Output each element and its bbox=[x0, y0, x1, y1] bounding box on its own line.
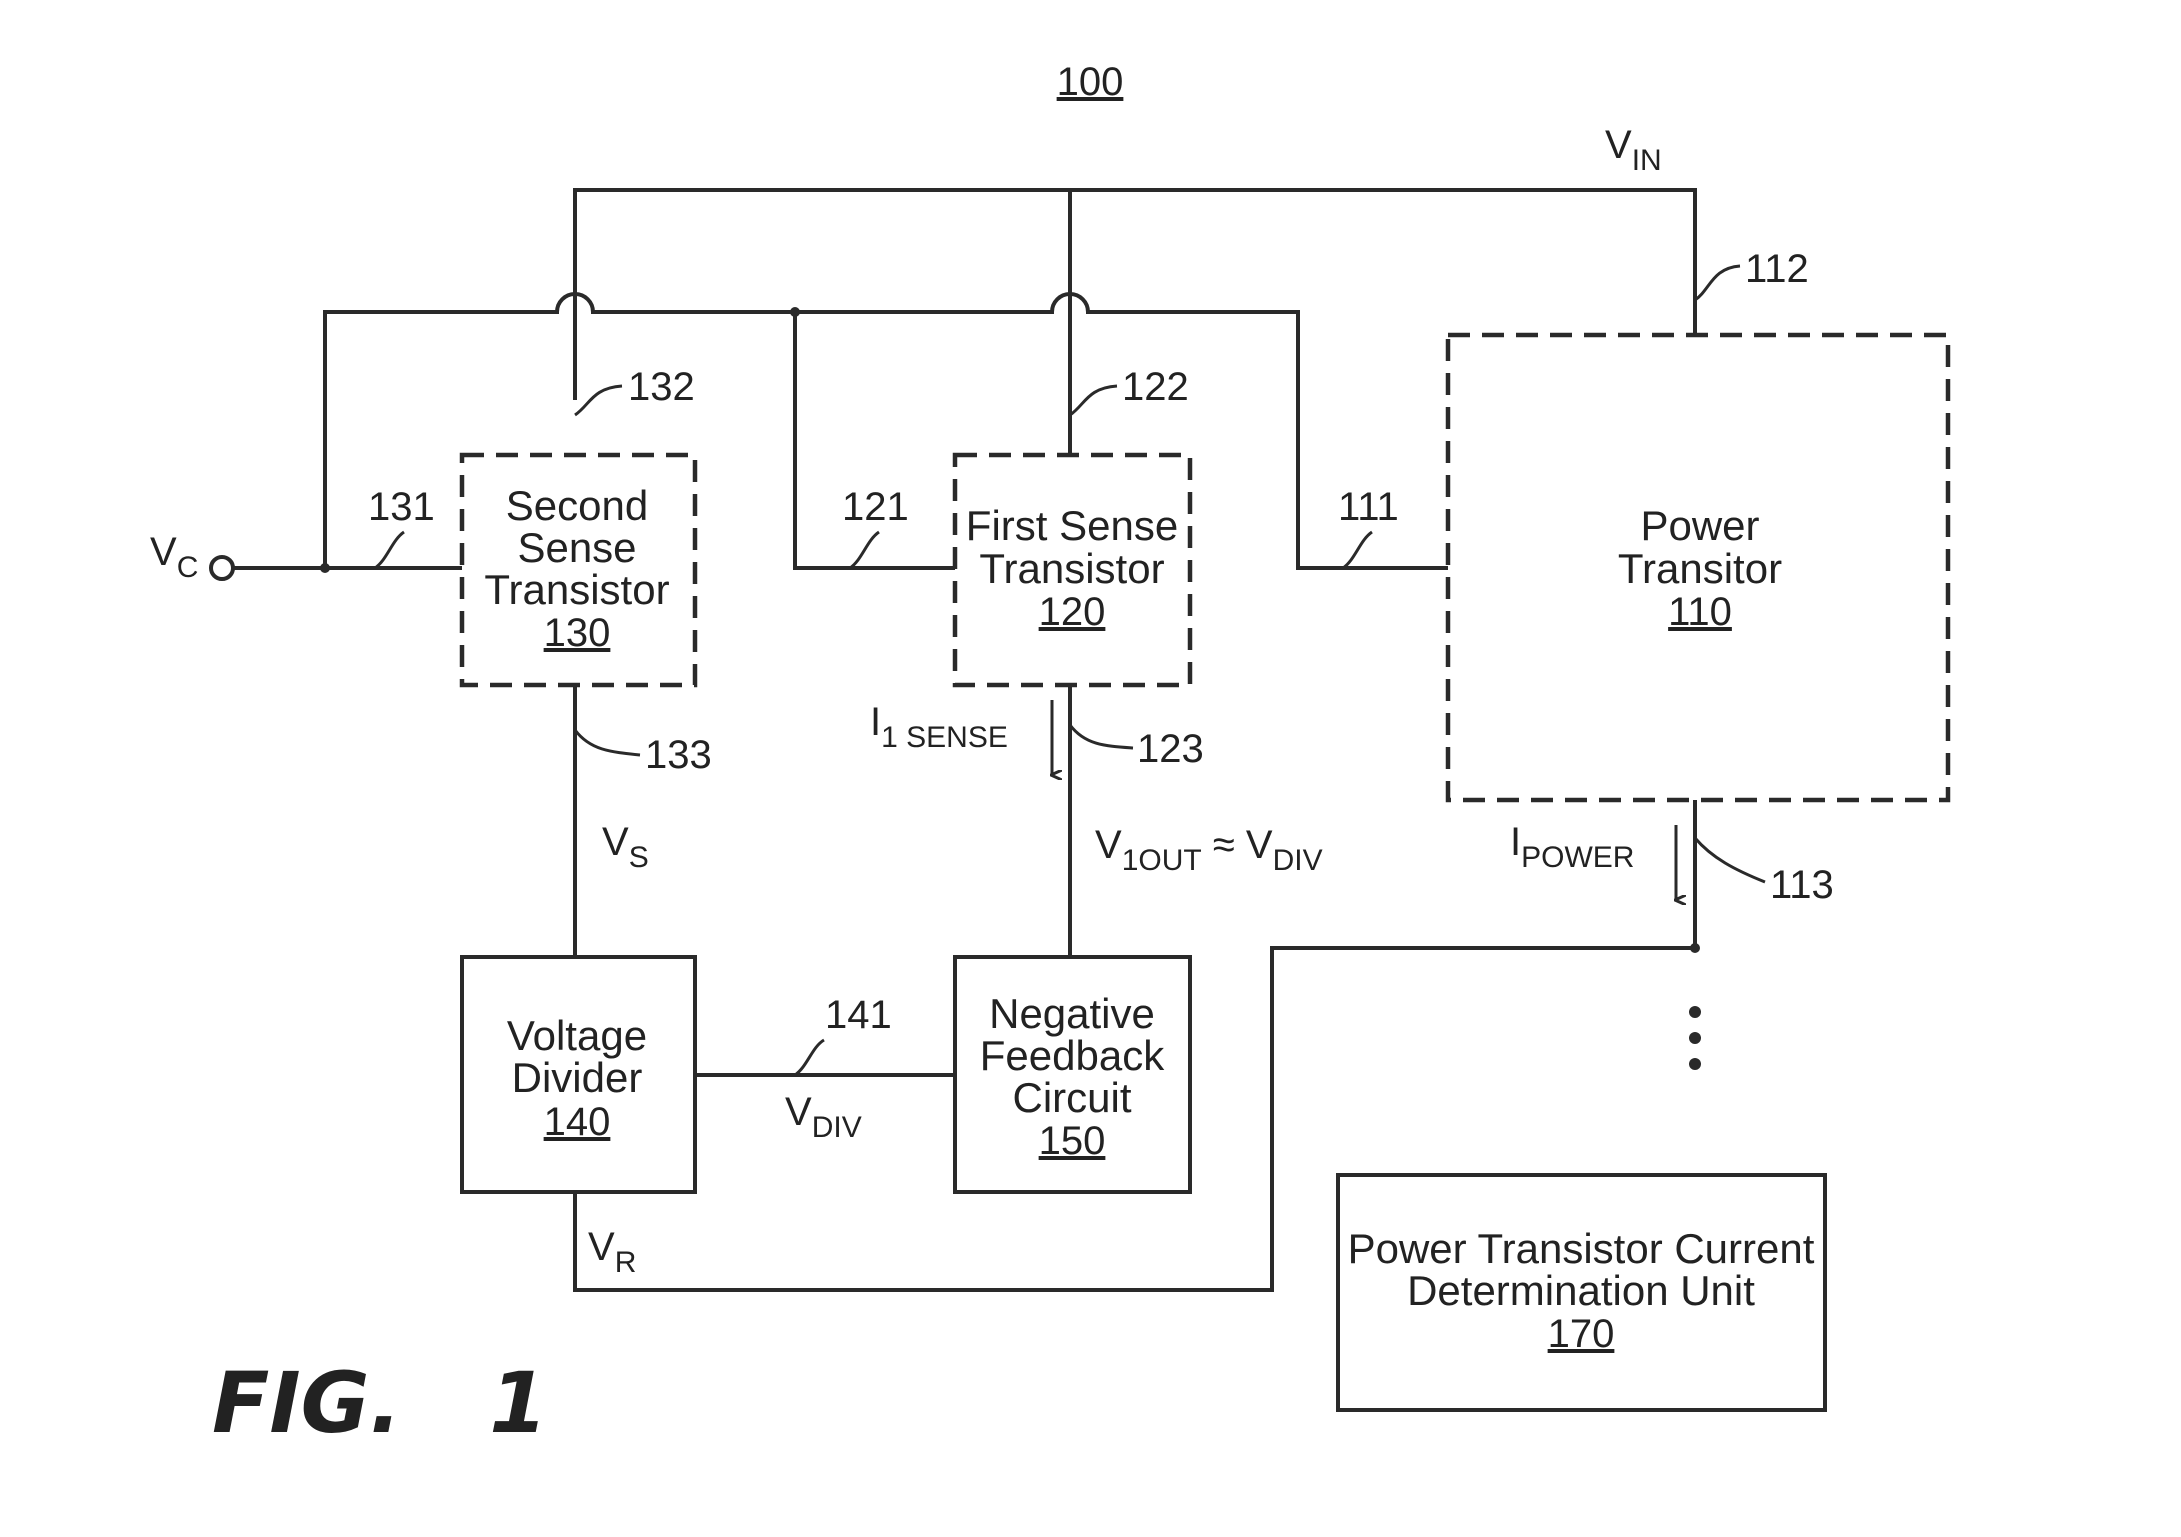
gate-bus bbox=[323, 292, 1448, 570]
vs-label: VS bbox=[602, 820, 649, 874]
figure-caption: FIG. 1 bbox=[212, 1354, 548, 1452]
block-label-line: Power Transistor Current bbox=[1348, 1225, 1815, 1272]
block-ref: 140 bbox=[544, 1100, 611, 1144]
current-determination-unit-block: Power Transistor Current Determination U… bbox=[1336, 1173, 1827, 1412]
vr-label: VR bbox=[588, 1225, 636, 1279]
i1sense-label: I1 SENSE bbox=[870, 700, 1008, 754]
ref-122: 122 bbox=[1122, 365, 1189, 409]
power-transistor-block: Power Transitor 110 bbox=[1445, 332, 1951, 803]
ref-133: 133 bbox=[645, 733, 712, 777]
ref-132: 132 bbox=[628, 365, 695, 409]
block-label-line: Transistor bbox=[484, 566, 669, 613]
block-ref: 130 bbox=[544, 611, 611, 655]
block-ref: 120 bbox=[1039, 590, 1106, 634]
block-label-line: Negative bbox=[989, 990, 1155, 1037]
junction-dot bbox=[320, 563, 330, 573]
vin-label: VIN bbox=[1605, 123, 1662, 177]
block-label-line: Sense bbox=[517, 524, 636, 571]
ref-123: 123 bbox=[1137, 727, 1204, 771]
block-ref: 110 bbox=[1668, 590, 1732, 634]
block-label-line: Transistor bbox=[979, 545, 1164, 592]
block-label-line: Feedback bbox=[980, 1032, 1165, 1079]
block-label-line: Circuit bbox=[1012, 1074, 1131, 1121]
vc-terminal bbox=[209, 555, 235, 581]
vdiv-label: VDIV bbox=[785, 1090, 862, 1144]
block-label-line: First Sense bbox=[966, 502, 1178, 549]
reference-leaders bbox=[374, 264, 1766, 1077]
ellipsis-dot bbox=[1689, 1032, 1701, 1044]
signal-labels: VIN VC VS VR VDIV V1OUT ≈ VDIV I1 SENSE … bbox=[150, 123, 1662, 1279]
ellipsis-dot bbox=[1689, 1058, 1701, 1070]
negative-feedback-circuit-block: Negative Feedback Circuit 150 bbox=[953, 955, 1192, 1194]
gate-first-sense bbox=[793, 312, 955, 570]
first-sense-transistor-block: First Sense Transistor 120 bbox=[952, 452, 1193, 688]
block-label-line: Divider bbox=[512, 1054, 643, 1101]
block-label-line: Determination Unit bbox=[1407, 1267, 1755, 1314]
junction-dot bbox=[790, 307, 800, 317]
junction-dot bbox=[1690, 943, 1700, 953]
block-ref: 150 bbox=[1039, 1119, 1106, 1163]
ref-131: 131 bbox=[368, 485, 435, 529]
v1out-label: V1OUT ≈ VDIV bbox=[1095, 823, 1323, 877]
voltage-divider-block: Voltage Divider 140 bbox=[460, 955, 697, 1194]
ref-112: 112 bbox=[1745, 247, 1809, 291]
ref-111: 111 bbox=[1338, 485, 1399, 529]
block-label-line: Voltage bbox=[507, 1012, 647, 1059]
vc-label: VC bbox=[150, 530, 198, 584]
vr-wire bbox=[573, 946, 1695, 1292]
reference-numbers: 112 132 122 111 121 131 133 123 141 113 bbox=[368, 247, 1834, 1037]
ellipsis-dot bbox=[1689, 1006, 1701, 1018]
ipower-label: IPOWER bbox=[1510, 820, 1634, 874]
ref-113: 113 bbox=[1770, 863, 1834, 907]
ref-121: 121 bbox=[842, 485, 909, 529]
block-label-line: Power bbox=[1640, 502, 1759, 549]
ref-141: 141 bbox=[825, 993, 892, 1037]
block-ref: 170 bbox=[1548, 1312, 1615, 1356]
block-label-line: Transitor bbox=[1618, 545, 1782, 592]
block-label-line: Second bbox=[506, 482, 648, 529]
figure-number: 100 bbox=[1057, 60, 1124, 104]
second-sense-transistor-block: Second Sense Transistor 130 bbox=[459, 452, 698, 688]
